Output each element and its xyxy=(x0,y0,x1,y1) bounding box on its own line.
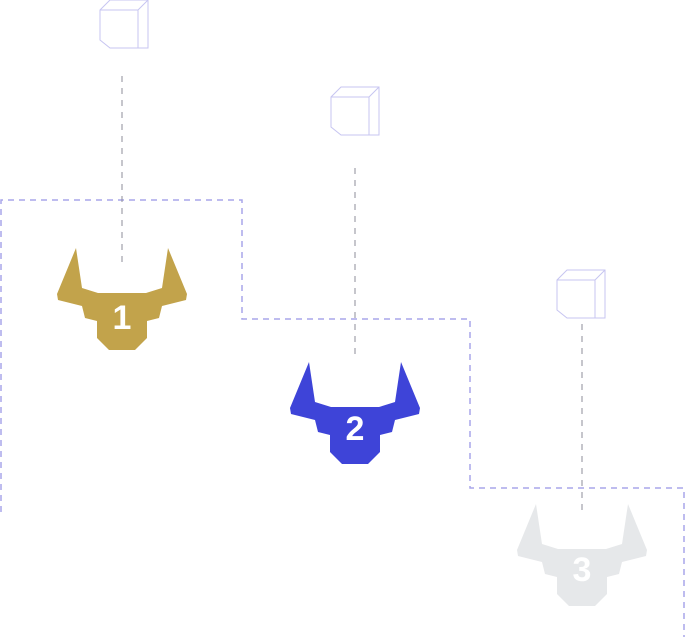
step-2: 2 xyxy=(290,86,420,464)
cube-icon xyxy=(99,0,149,49)
step-number: 2 xyxy=(346,410,365,448)
step-number: 1 xyxy=(113,299,132,337)
step-number: 3 xyxy=(573,551,592,589)
step-3: 3 xyxy=(517,269,647,606)
cube-icon xyxy=(556,269,606,319)
step-1: 1 xyxy=(57,0,187,350)
staircase-outline xyxy=(0,199,685,637)
cube-icon xyxy=(330,86,380,136)
